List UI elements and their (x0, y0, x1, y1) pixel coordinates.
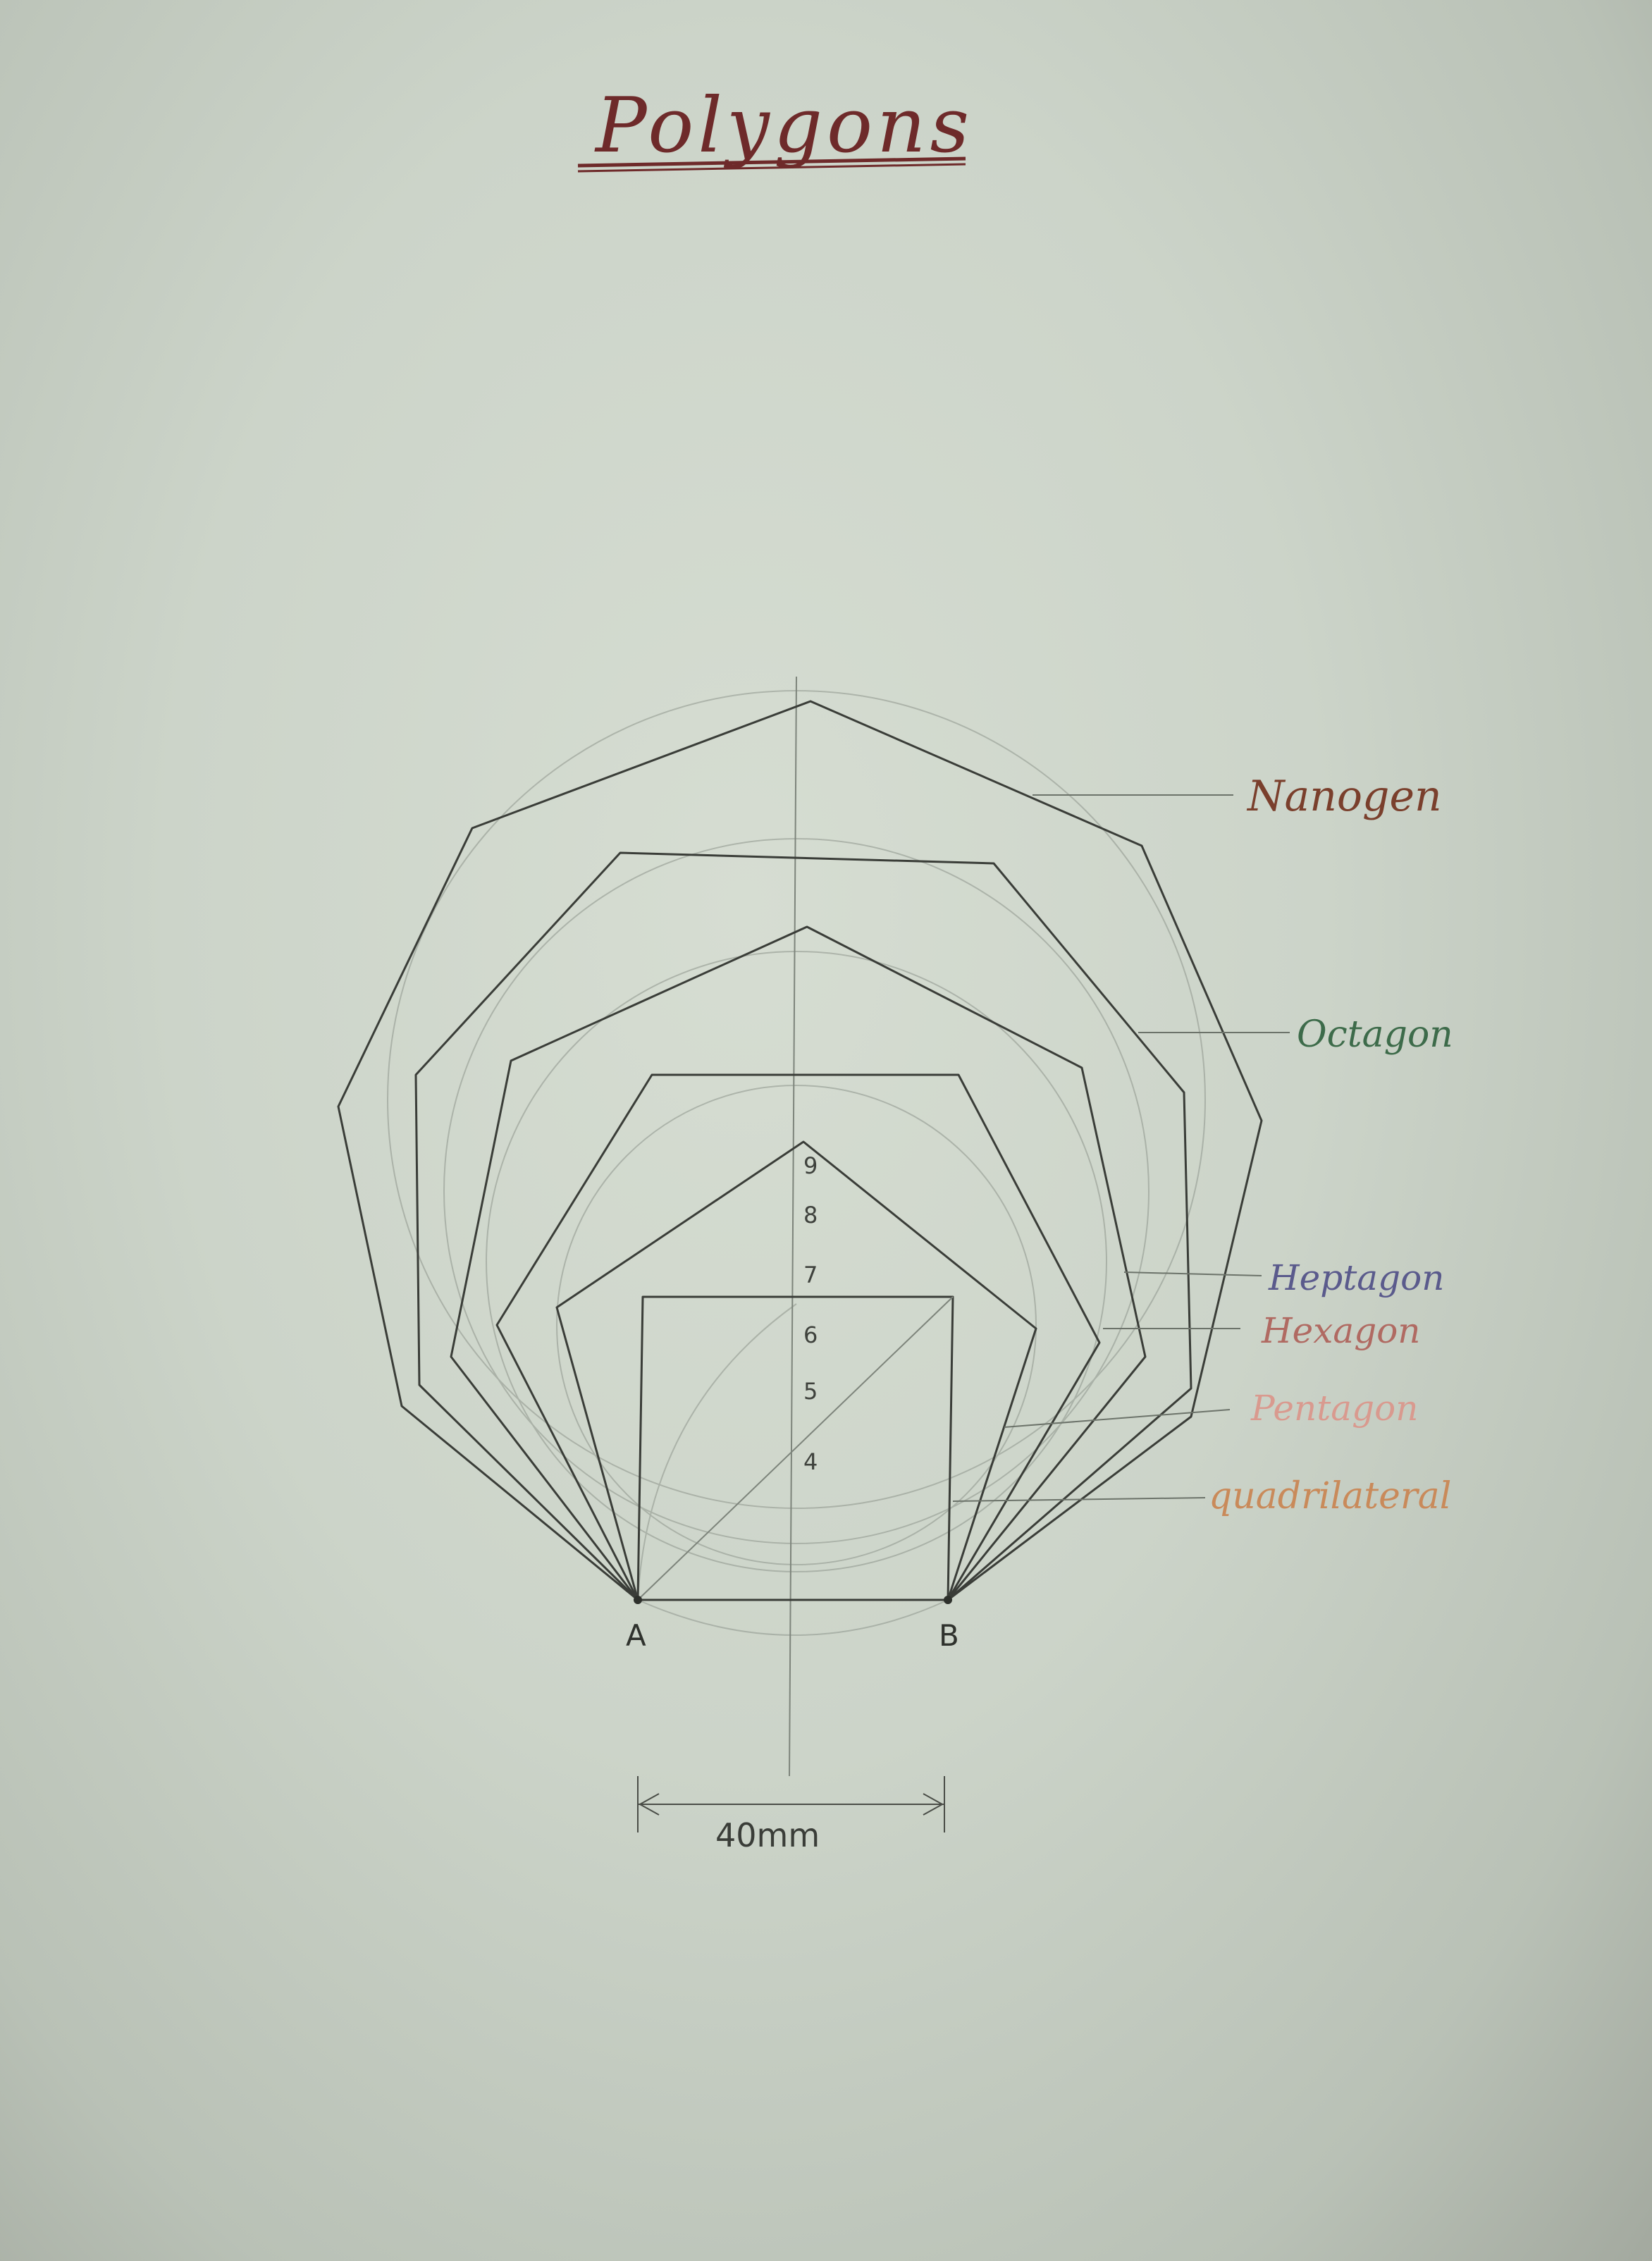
label-octagon: Octagon (1297, 1014, 1453, 1056)
dimension-line (637, 1776, 945, 1832)
pentagon-shape (555, 1140, 1037, 1601)
title-underline-2 (577, 163, 966, 173)
square-diagonal (637, 1296, 954, 1601)
dimension-label: 40mm (715, 1816, 820, 1854)
hexagon-shape (495, 1073, 1101, 1601)
label-nonagon: Nanogen (1246, 772, 1442, 821)
heptagon-shape (450, 925, 1147, 1601)
polygon-group (337, 700, 1263, 1601)
point-a-label: A (626, 1618, 646, 1653)
center-mark-5: 5 (803, 1378, 818, 1405)
polygon-labels: Nanogen Octagon Heptagon Hexagon Pentago… (1209, 772, 1453, 1517)
nonagon-shape (337, 700, 1263, 1601)
leader-heptagon (1123, 1271, 1262, 1276)
drawing-title: Polygons (594, 82, 973, 170)
label-hexagon: Hexagon (1261, 1310, 1421, 1351)
arc-heptagon (486, 951, 1107, 1572)
center-mark-4: 4 (803, 1448, 818, 1475)
leader-pentagon (1004, 1409, 1231, 1428)
dimension-arrow-left (638, 1793, 660, 1816)
center-mark-7: 7 (803, 1262, 818, 1288)
point-b-label: B (939, 1618, 959, 1653)
arc-octagon (443, 838, 1149, 1544)
center-mark-8: 8 (803, 1202, 818, 1228)
label-pentagon: Pentagon (1250, 1388, 1418, 1429)
vertex-dots (634, 1596, 952, 1604)
leader-quadrilateral (952, 1497, 1206, 1502)
leader-lines (952, 794, 1290, 1502)
arc-hexagon (556, 1085, 1037, 1565)
label-quadrilateral: quadrilateral (1209, 1475, 1451, 1517)
center-mark-9: 9 (803, 1152, 818, 1179)
center-mark-6: 6 (803, 1322, 818, 1348)
arc-quarter (637, 1303, 797, 1601)
arc-base (637, 1599, 949, 1636)
octagon-shape (414, 851, 1192, 1601)
point-a-dot (634, 1596, 642, 1604)
center-marks: 4 5 6 7 8 9 (803, 1152, 818, 1475)
center-line (789, 676, 797, 1777)
construction-arcs (387, 690, 1206, 1636)
title-underline (577, 156, 966, 168)
point-b-dot (944, 1596, 952, 1604)
label-heptagon: Heptagon (1268, 1257, 1444, 1298)
dimension-arrow-right (923, 1793, 944, 1816)
